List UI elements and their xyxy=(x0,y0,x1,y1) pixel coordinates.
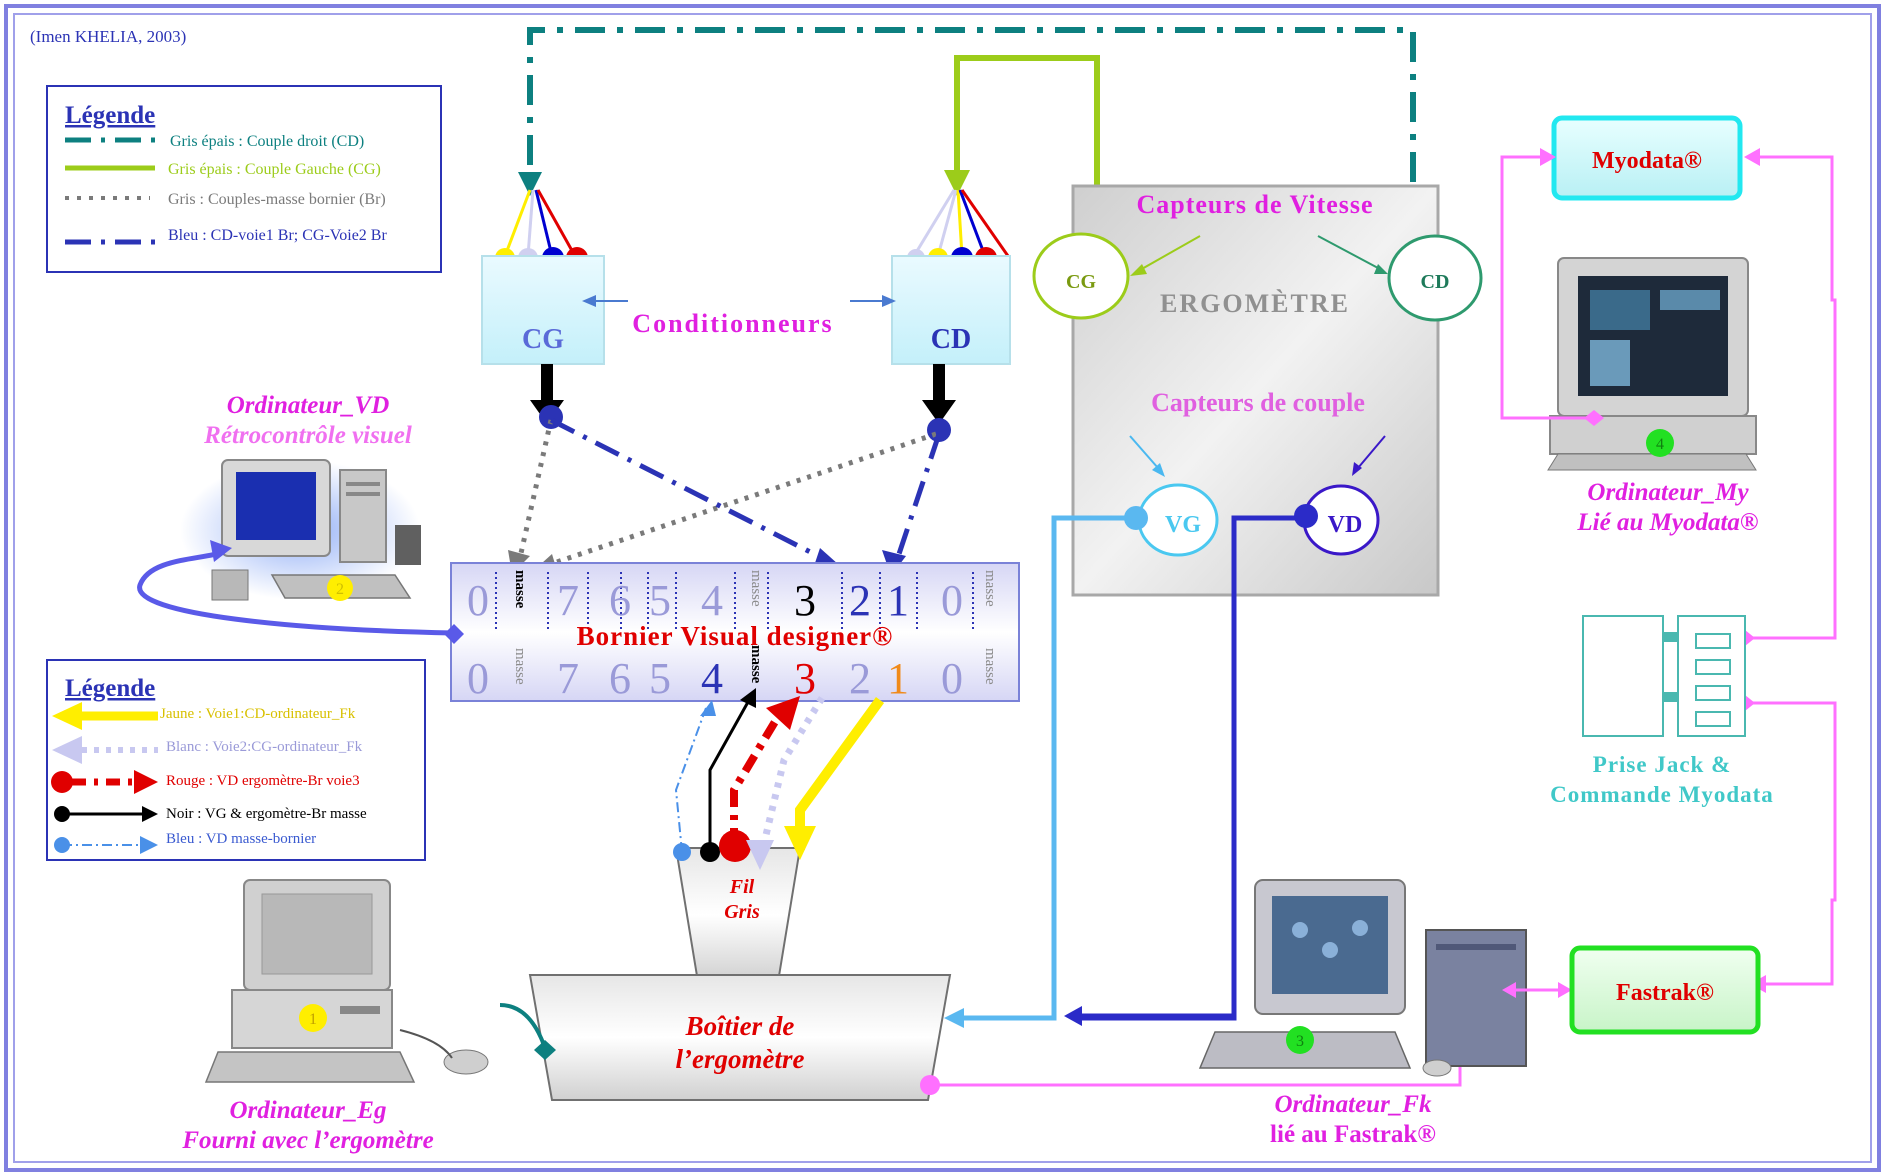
cable-vd-computer xyxy=(137,549,455,636)
svg-text:masse: masse xyxy=(512,648,528,685)
svg-text:masse: masse xyxy=(982,648,998,685)
svg-text:2: 2 xyxy=(336,581,344,598)
fil-gris-label: Fil xyxy=(729,876,755,898)
legend-bottom-item: Jaune : Voie1:CD-ordinateur_Fk xyxy=(160,706,356,722)
legend-bottom-item: Noir : VG & ergomètre-Br masse xyxy=(166,806,367,822)
boitier-label-2: l’ergomètre xyxy=(676,1044,805,1074)
svg-text:CD: CD xyxy=(1421,271,1450,293)
computer-vd-subtitle: Rétrocontrôle visuel xyxy=(203,422,412,449)
bornier-top-row: 0 masse 7 6 5 4 masse 3 2 1 0 masse xyxy=(467,570,998,625)
svg-text:masse: masse xyxy=(748,570,764,607)
cable-vg xyxy=(960,515,1136,1021)
svg-text:6: 6 xyxy=(609,576,631,625)
conditioner-cg xyxy=(481,255,605,365)
computer-my-subtitle: Lié au Myodata® xyxy=(1576,509,1758,536)
svg-text:5: 5 xyxy=(649,654,671,703)
computer-fk-title: Ordinateur_Fk xyxy=(1275,1091,1432,1118)
cable-cg-torque xyxy=(954,55,1100,236)
computer-vd-title: Ordinateur_VD xyxy=(227,392,390,419)
svg-text:5: 5 xyxy=(649,576,671,625)
bornier-bottom-row: 0 masse 7 6 5 4 masse 3 2 1 0 masse xyxy=(467,645,998,703)
legend-top-item: Gris : Couples-masse bornier (Br) xyxy=(168,191,386,208)
svg-text:4: 4 xyxy=(701,576,723,625)
legend-top-item: Gris épais : Couple droit (CD) xyxy=(170,133,364,150)
prise-jack-title: Prise Jack & xyxy=(1593,752,1731,777)
speed-sensors-label: Capteurs de Vitesse xyxy=(1136,190,1373,219)
svg-text:3: 3 xyxy=(1296,1033,1304,1050)
svg-text:VD: VD xyxy=(1328,512,1363,538)
svg-text:2: 2 xyxy=(849,654,871,703)
legend-top-title: Légende xyxy=(65,102,155,129)
legend-bottom-item: Rouge : VD ergomètre-Br voie3 xyxy=(166,773,360,789)
svg-text:7: 7 xyxy=(557,576,579,625)
svg-text:4: 4 xyxy=(1656,436,1664,453)
myodata-label: Myodata® xyxy=(1592,148,1702,174)
fastrak-box xyxy=(1569,945,1761,1035)
boitier-label: Boîtier de xyxy=(685,1011,795,1041)
svg-text:0: 0 xyxy=(941,654,963,703)
wire-fan-cg xyxy=(503,189,577,257)
fastrak-label: Fastrak® xyxy=(1616,980,1714,1006)
svg-text:0: 0 xyxy=(467,576,489,625)
bornier-label: Bornier Visual designer® xyxy=(577,621,894,651)
svg-text:0: 0 xyxy=(941,576,963,625)
outer-frame xyxy=(4,4,1881,1172)
svg-text:1: 1 xyxy=(887,654,909,703)
torque-sensors-label: Capteurs de couple xyxy=(1151,388,1365,417)
svg-text:3: 3 xyxy=(794,654,816,703)
svg-text:7: 7 xyxy=(557,654,579,703)
conditioners-title: Conditionneurs xyxy=(632,309,833,338)
computer-eg-subtitle: Fourni avec l’ergomètre xyxy=(181,1127,433,1154)
fil-gris-label-2: Gris xyxy=(724,901,760,923)
computer-eg: 1 xyxy=(204,879,489,1083)
prise-jack-subtitle: Commande Myodata xyxy=(1550,782,1774,807)
speed-sensor-cd xyxy=(1387,234,1483,322)
svg-text:VG: VG xyxy=(1165,512,1201,538)
legend-top: Légende Gris épais : Couple droit (CD) G… xyxy=(46,85,442,273)
computer-my: 4 xyxy=(1547,257,1757,471)
computer-fk-subtitle: lié au Fastrak® xyxy=(1270,1121,1436,1148)
svg-text:masse: masse xyxy=(982,570,998,607)
legend-top-item: Bleu : CD-voie1 Br; CG-Voie2 Br xyxy=(168,227,387,244)
cable-vd xyxy=(1080,515,1306,1019)
bornier-box xyxy=(450,562,1020,702)
svg-text:2: 2 xyxy=(849,576,871,625)
computer-my-title: Ordinateur_My xyxy=(1587,479,1749,506)
svg-text:3: 3 xyxy=(794,576,816,625)
conditioner-cd xyxy=(891,255,1011,365)
conditioner-cg-label: CG xyxy=(522,324,564,355)
svg-text:masse: masse xyxy=(748,645,764,684)
computer-vd: 2 xyxy=(180,459,421,601)
svg-text:1: 1 xyxy=(309,1011,317,1028)
svg-text:4: 4 xyxy=(701,654,723,703)
cable-cd-torque xyxy=(527,27,1416,242)
legend-bottom-item: Blanc : Voie2:CG-ordinateur_Fk xyxy=(166,739,363,755)
credit-text: (Imen KHELIA, 2003) xyxy=(30,27,186,46)
svg-text:1: 1 xyxy=(887,576,909,625)
svg-text:6: 6 xyxy=(609,654,631,703)
computer-fk: 3 xyxy=(1198,879,1527,1077)
computer-eg-title: Ordinateur_Eg xyxy=(230,1097,387,1124)
conditioner-cd-label: CD xyxy=(931,324,971,355)
legend-bottom-title: Légende xyxy=(65,675,155,702)
prise-jack-device xyxy=(1582,615,1746,737)
svg-text:0: 0 xyxy=(467,654,489,703)
svg-text:CG: CG xyxy=(1066,271,1096,293)
legend-top-item: Gris épais : Couple Gauche (CG) xyxy=(168,161,381,178)
legend-bottom-item: Bleu : VD masse-bornier xyxy=(166,831,316,847)
ergometer-title: ERGOMÈTRE xyxy=(1160,289,1350,318)
speed-sensor-cg xyxy=(1032,232,1130,320)
wire-fan-cd xyxy=(912,189,1010,257)
legend-bottom: Légende Jaune : Voie1:CD-ordinateur_Fk B… xyxy=(46,659,426,861)
svg-text:masse: masse xyxy=(512,570,528,609)
